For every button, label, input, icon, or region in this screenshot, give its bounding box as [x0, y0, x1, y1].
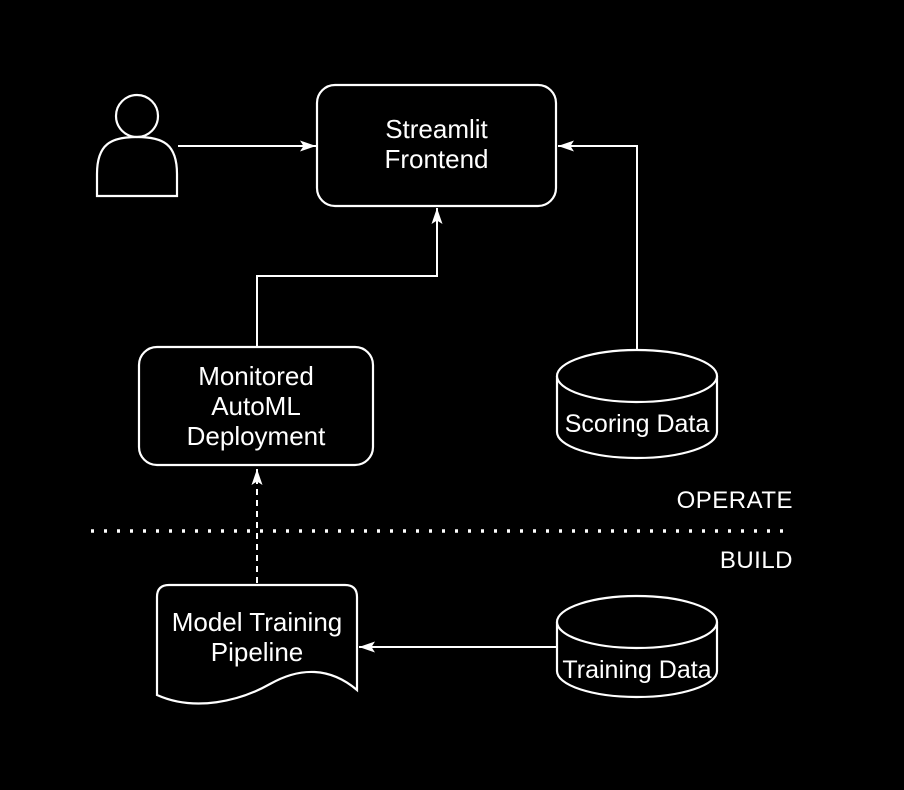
scoring-data-node	[555, 348, 719, 460]
edge-scoring-data-to-frontend	[558, 140, 638, 350]
monitored-automl-deployment-node	[137, 345, 375, 467]
operate-zone-label: OPERATE	[676, 487, 793, 514]
model-training-pipeline-node	[155, 583, 359, 705]
user-actor-icon	[95, 93, 179, 198]
training-data-node	[555, 594, 719, 699]
streamlit-frontend-node	[315, 83, 558, 208]
edge-deployment-to-frontend	[256, 208, 443, 346]
build-zone-label: BUILD	[719, 547, 793, 574]
